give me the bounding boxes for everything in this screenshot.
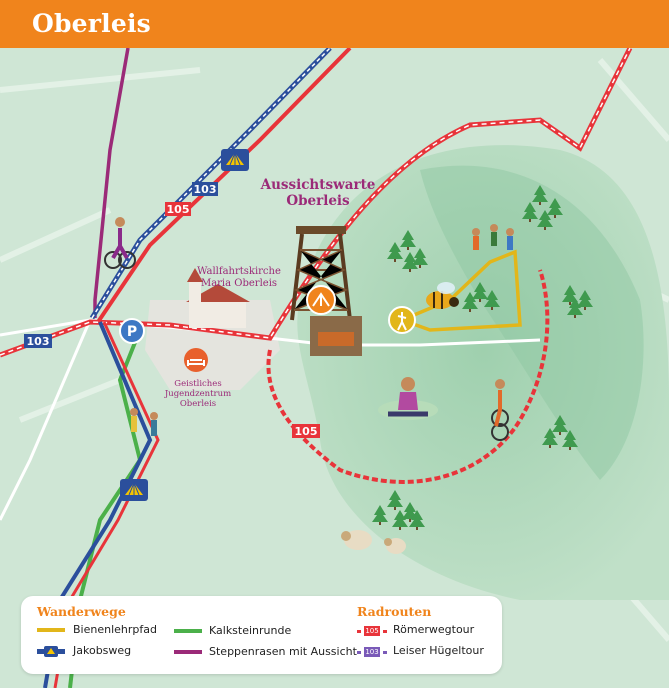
tower-label-2: Oberleis xyxy=(286,193,350,209)
legend-item-bienenlehrpfad: Bienenlehrpfad xyxy=(73,623,157,636)
tower-label: Aussichtswarte xyxy=(260,177,376,193)
parking-label: P xyxy=(127,324,137,340)
legend-item-leiser-huegel: Leiser Hügeltour xyxy=(393,644,484,657)
route-badge-103-north: 103 xyxy=(192,182,218,196)
cyclist-icon xyxy=(491,379,509,441)
legend: Wanderwege Radrouten Bienenlehrpfad Jako… xyxy=(21,596,502,674)
route-roemerweg-main-dash xyxy=(0,48,631,356)
sheep-icon xyxy=(341,530,406,554)
hikers-icon xyxy=(130,408,158,436)
legend-item-roemerweg: Römerwegtour xyxy=(393,623,475,636)
youth-center-label-2: Jugendzentrum xyxy=(164,389,231,399)
church-label-2: Maria Oberleis xyxy=(201,278,277,289)
svg-text:103: 103 xyxy=(27,335,50,348)
svg-text:103: 103 xyxy=(194,183,217,196)
route-badge-103-west: 103 xyxy=(24,334,52,348)
route-badge-105-north: 105 xyxy=(165,202,191,216)
legend-badge-103: 103 xyxy=(364,647,380,657)
svg-text:105: 105 xyxy=(295,425,318,438)
scallop-shell-icon xyxy=(220,148,250,172)
legend-item-steppenrasen: Steppenrasen mit Aussicht xyxy=(209,645,357,658)
page-title: Oberleis xyxy=(32,9,151,38)
youth-center-label: Geistliches xyxy=(174,379,221,389)
church[interactable] xyxy=(186,268,250,328)
legend-item-kalksteinrunde: Kalksteinrunde xyxy=(209,624,292,637)
map[interactable]: 103 105 103 105 Aussichtswarte Oberleis xyxy=(0,48,669,688)
parking-icon[interactable] xyxy=(119,318,145,344)
youth-center-label-3: Oberleis xyxy=(180,399,216,409)
legend-radrouten-title: Radrouten xyxy=(357,604,432,619)
village-area xyxy=(145,300,280,390)
legend-badge-105: 105 xyxy=(364,626,380,636)
legend-wanderwege-title: Wanderwege xyxy=(37,604,126,619)
legend-swatch-kalksteinrunde xyxy=(174,629,202,633)
route-roemerweg-loop[interactable] xyxy=(266,269,550,484)
road-south xyxy=(0,319,92,521)
route-badge-105-hill: 105 xyxy=(292,424,320,438)
cyclist-icon xyxy=(104,217,136,269)
yoga-person-icon xyxy=(378,377,438,420)
legend-item-jakobsweg: Jakobsweg xyxy=(73,644,132,657)
legend-swatch-bienenlehrpfad xyxy=(37,628,65,632)
scallop-shell-icon xyxy=(119,478,149,502)
svg-text:105: 105 xyxy=(167,203,190,216)
scallop-shell-icon xyxy=(44,646,58,657)
church-label: Wallfahrtskirche xyxy=(197,266,281,277)
bee-icon xyxy=(426,282,459,309)
legend-swatch-steppenrasen xyxy=(174,650,202,654)
hikers-icon xyxy=(472,224,514,250)
title-bar: Oberleis xyxy=(0,0,669,48)
